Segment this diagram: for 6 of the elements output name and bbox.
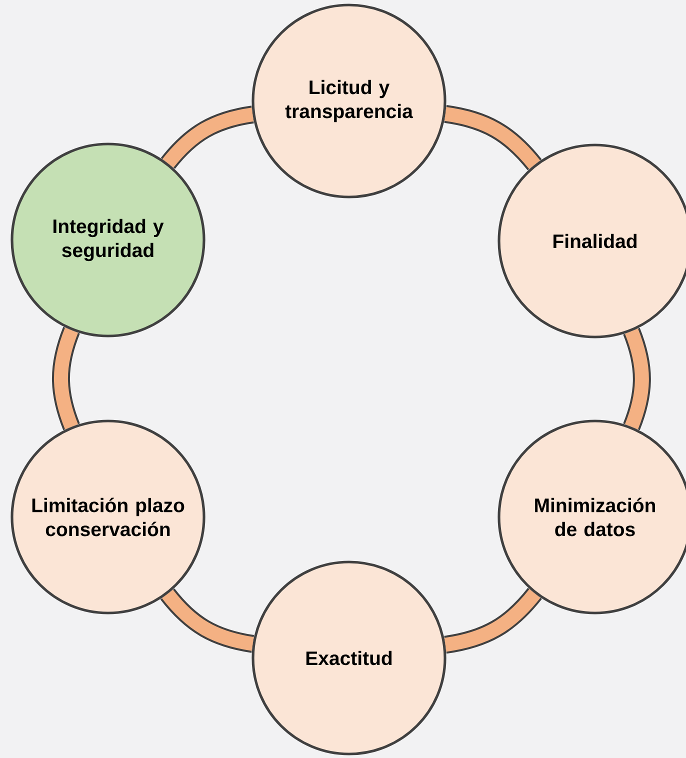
ring-segment: [160, 588, 254, 653]
ring-segment: [160, 106, 254, 170]
ring-segment: [444, 105, 542, 170]
ring-segment: [623, 328, 651, 430]
ring-segment: [52, 327, 80, 430]
ring-segment: [444, 588, 542, 654]
